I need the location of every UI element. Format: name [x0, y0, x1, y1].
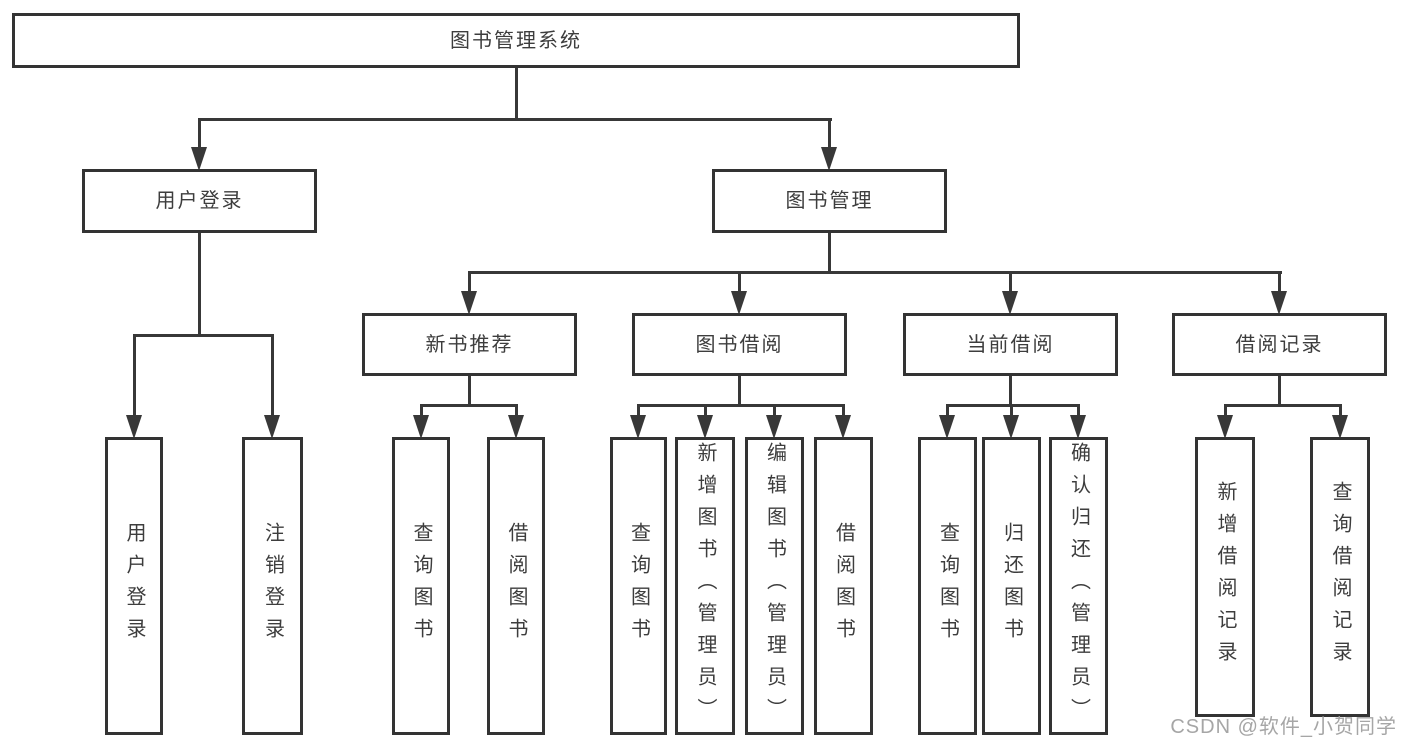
connector-bar-line — [133, 334, 274, 337]
connector-drop-line — [198, 118, 201, 153]
node-book-management: 图书管理 — [712, 169, 947, 233]
node-label-new-book-recommend: 新书推荐 — [425, 333, 514, 356]
node-label-leaf-borrow-books: 借阅图书 — [832, 522, 855, 650]
node-leaf-add-borrow-record: 新增借阅记录 — [1195, 437, 1255, 717]
node-label-leaf-query-books-current: 查询图书 — [936, 522, 959, 650]
node-leaf-query-books-borrow: 查询图书 — [610, 437, 667, 735]
connector-stub-line — [828, 233, 831, 274]
node-leaf-logout: 注销登录 — [242, 437, 303, 735]
node-label-borrowing-records: 借阅记录 — [1235, 333, 1324, 356]
node-borrowing-records: 借阅记录 — [1172, 313, 1387, 376]
node-label-leaf-add-borrow-record: 新增借阅记录 — [1214, 481, 1236, 673]
connector-drop-line — [468, 271, 471, 297]
connector-stub-line — [1009, 376, 1012, 407]
connector-stub-line — [738, 376, 741, 407]
node-current-borrowing: 当前借阅 — [903, 313, 1118, 376]
connector-bar-line — [198, 118, 832, 121]
arrowhead-down-icon — [697, 415, 713, 439]
arrowhead-down-icon — [1217, 415, 1233, 439]
arrowhead-down-icon — [1003, 415, 1019, 439]
node-leaf-query-books-current: 查询图书 — [918, 437, 977, 735]
arrowhead-down-icon — [1332, 415, 1348, 439]
node-leaf-borrow-books-recommend: 借阅图书 — [487, 437, 545, 735]
arrowhead-down-icon — [413, 415, 429, 439]
connector-bar-line — [1224, 404, 1342, 407]
node-label-leaf-confirm-return-admin: 确认归还（管理员） — [1067, 442, 1090, 730]
node-label-leaf-query-borrow-record: 查询借阅记录 — [1329, 481, 1351, 673]
connector-drop-line — [738, 271, 741, 297]
node-label-user-login: 用户登录 — [155, 190, 244, 212]
node-label-leaf-query-books-recommend: 查询图书 — [410, 522, 432, 650]
arrowhead-down-icon — [731, 291, 747, 315]
connector-drop-line — [1278, 271, 1281, 297]
node-leaf-add-books-admin: 新增图书（管理员） — [675, 437, 735, 735]
arrowhead-down-icon — [835, 415, 851, 439]
connector-drop-line — [420, 404, 423, 421]
arrowhead-down-icon — [630, 415, 646, 439]
node-label-leaf-return-books: 归还图书 — [1000, 522, 1023, 650]
connector-drop-line — [271, 334, 274, 421]
node-label-current-borrowing: 当前借阅 — [966, 333, 1055, 356]
connector-bar-line — [420, 404, 518, 407]
connector-bar-line — [637, 404, 845, 407]
connector-drop-line — [1339, 404, 1342, 421]
node-leaf-query-borrow-record: 查询借阅记录 — [1310, 437, 1370, 717]
connector-drop-line — [842, 404, 845, 421]
arrowhead-down-icon — [939, 415, 955, 439]
connector-drop-line — [1077, 404, 1080, 421]
node-label-leaf-borrow-books-recommend: 借阅图书 — [505, 522, 527, 650]
node-label-book-management: 图书管理 — [785, 190, 874, 212]
connector-stub-line — [515, 68, 518, 121]
connector-drop-line — [773, 404, 776, 421]
connector-bar-line — [946, 404, 1080, 407]
arrowhead-down-icon — [1070, 415, 1086, 439]
node-leaf-user-login: 用户登录 — [105, 437, 163, 735]
node-label-leaf-user-login: 用户登录 — [123, 522, 145, 650]
connector-stub-line — [198, 233, 201, 337]
node-user-login: 用户登录 — [82, 169, 317, 233]
connector-drop-line — [946, 404, 949, 421]
node-root: 图书管理系统 — [12, 13, 1020, 68]
node-leaf-borrow-books: 借阅图书 — [814, 437, 873, 735]
node-leaf-confirm-return-admin: 确认归还（管理员） — [1049, 437, 1108, 735]
node-label-leaf-edit-books-admin: 编辑图书（管理员） — [763, 442, 786, 730]
node-label-root: 图书管理系统 — [450, 29, 582, 52]
connector-drop-line — [637, 404, 640, 421]
connector-drop-line — [1009, 271, 1012, 297]
connector-bar-line — [468, 271, 1282, 274]
arrowhead-down-icon — [461, 291, 477, 315]
connector-stub-line — [468, 376, 471, 407]
node-leaf-return-books: 归还图书 — [982, 437, 1041, 735]
node-leaf-query-books-recommend: 查询图书 — [392, 437, 450, 735]
node-leaf-edit-books-admin: 编辑图书（管理员） — [745, 437, 804, 735]
arrowhead-down-icon — [821, 147, 837, 171]
node-label-leaf-add-books-admin: 新增图书（管理员） — [694, 442, 716, 730]
arrowhead-down-icon — [191, 147, 207, 171]
arrowhead-down-icon — [1271, 291, 1287, 315]
connector-drop-line — [828, 118, 831, 153]
connector-drop-line — [704, 404, 707, 421]
node-label-leaf-query-books-borrow: 查询图书 — [627, 522, 650, 650]
arrowhead-down-icon — [766, 415, 782, 439]
node-label-book-borrowing: 图书借阅 — [695, 333, 784, 356]
node-new-book-recommend: 新书推荐 — [362, 313, 577, 376]
arrowhead-down-icon — [126, 415, 142, 439]
node-book-borrowing: 图书借阅 — [632, 313, 847, 376]
node-label-leaf-logout: 注销登录 — [261, 522, 284, 650]
connector-drop-line — [1010, 404, 1013, 421]
connector-stub-line — [1278, 376, 1281, 407]
arrowhead-down-icon — [264, 415, 280, 439]
connector-drop-line — [1224, 404, 1227, 421]
arrowhead-down-icon — [508, 415, 524, 439]
arrowhead-down-icon — [1002, 291, 1018, 315]
connector-drop-line — [133, 334, 136, 421]
connector-drop-line — [515, 404, 518, 421]
